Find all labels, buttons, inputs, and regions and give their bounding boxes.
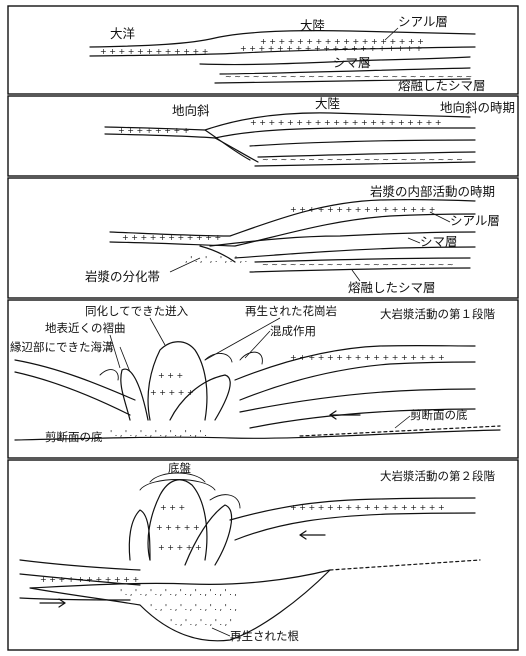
intrusion-lobe-4a — [170, 375, 230, 420]
label-sial-1: シアル層 — [398, 14, 448, 29]
panel-5-frame — [8, 460, 518, 650]
label-near-surface-fold: 地表近くの褶曲 — [45, 321, 126, 335]
leader-sial-3 — [430, 212, 450, 222]
svg-text:' . , ' . , ' . , ' . , ' . ,: ' . , ' . , ' . , ' . , ' . , ' . , ' . … — [120, 588, 237, 597]
panel-3: + + + + + + + + + + + + + + + + + + + + … — [8, 178, 518, 298]
batholith-lobe-5a — [185, 505, 232, 565]
root-dots-4: ' . , ' . , ' . , ' . , ' . , ' . , ' . — [110, 429, 207, 438]
label-batholith: 底盤 — [168, 461, 191, 475]
svg-text:+ + + + + + + +: + + + + + + + + — [118, 126, 189, 135]
svg-text:+ + + + + + + + + + + + + + +: + + + + + + + + + + + + + + + + — [290, 205, 435, 214]
svg-text:+ + + + + + + + + + + + + + +: + + + + + + + + + + + + + + + + + — [290, 353, 445, 362]
leader-assimilation — [150, 318, 165, 345]
svg-text:+ + + + + + + + + + +: + + + + + + + + + + + — [122, 233, 221, 242]
shear-line-5 — [330, 560, 480, 570]
label-marginal-trench: 縁辺部にできた海溝 — [10, 340, 114, 354]
label-stage-second: 大岩漿活動の第２段階 — [380, 469, 495, 483]
sial-markers-2: + + + + + + + + + + + + + + + + + + + + … — [118, 118, 442, 135]
sial-bottom-line-4 — [15, 362, 475, 415]
svg-text:+ + + + + + + + + + + + + + +: + + + + + + + + + + + + + + + + + — [290, 503, 445, 512]
svg-text:+ + + + +: + + + + + — [150, 388, 194, 397]
label-sial-3: シアル層 — [450, 213, 500, 228]
leader-shear-base-right — [395, 416, 410, 428]
label-stage-first: 大岩漿活動の第１段階 — [380, 307, 495, 321]
svg-text:+ + + + + + + + + + + + + + +: + + + + + + + + + + + + + + + + + + + + — [240, 44, 422, 53]
label-continent-1: 大陸 — [300, 18, 325, 33]
sial-markers-1: + + + + + + + + + + + + + + + + + + + + … — [100, 37, 424, 56]
label-regenerated-root: 再生された根 — [230, 629, 299, 643]
svg-text:+ + +: + + + — [158, 371, 183, 380]
svg-text:+ + + + +: + + + + + — [156, 523, 200, 532]
leader-regenerated-root — [212, 628, 230, 636]
sial-markers-5: + + + + + + + + + + + + + + + + + + + + … — [40, 503, 445, 584]
label-regenerated-granite: 再生された花崗岩 — [245, 304, 337, 318]
molten-markers-2: ~ ~ ~ ~ ~ ~ ~ ~ ~ ~ ~ ~ ~ ~ ~ ~ ~ ~ ~ ~ … — [262, 155, 463, 164]
svg-text:+ + + + +: + + + + + — [158, 543, 202, 552]
label-ocean: 大洋 — [110, 26, 135, 41]
panel-4: + + + + + + + + + + + + + + + + + + + + … — [8, 300, 518, 458]
leader-marginal-trench — [120, 347, 130, 372]
svg-text:+ + +: + + + — [160, 503, 185, 512]
root-dots-5: ' . , ' . , ' . , ' . , ' . , ' . , ' . … — [120, 588, 237, 627]
molten-markers-3: ~ ~ ~ ~ ~ ~ ~ ~ ~ ~ ~ ~ ~ ~ ~ ~ ~ ~ ~ ~ … — [262, 260, 454, 269]
svg-text:+ + + + + + + + + + +: + + + + + + + + + + + — [40, 575, 139, 584]
panel-5: + + + + + + + + + + + + + + + + + + + + … — [8, 460, 518, 650]
geosyncline-trough-2b — [215, 138, 258, 162]
label-shear-base-left: 剪断面の底 — [45, 430, 103, 444]
label-shear-base-right: 剪断面の底 — [410, 408, 468, 422]
label-molten-sima-3: 熔融したシマ層 — [348, 280, 436, 295]
label-stage-internal-activity: 岩漿の内部活動の時期 — [370, 184, 495, 199]
leader-regenerated-granite — [205, 318, 280, 360]
differentiation-dots-3: , ' . , ' , . ' , . ' , . — [185, 255, 247, 264]
label-continent-2: 大陸 — [315, 96, 340, 111]
svg-text:' . , ' . , ' . , ' . , ' . ,: ' . , ' . , ' . , ' . , ' . , ' . , — [150, 603, 237, 612]
svg-text:+ + + + + + + + + + + +: + + + + + + + + + + + + — [100, 47, 208, 56]
batholith-lobe-5b — [129, 510, 150, 560]
label-geosyncline: 地向斜 — [172, 103, 210, 118]
fold-arcs-5 — [140, 473, 240, 508]
panel-2: + + + + + + + + + + + + + + + + + + + + … — [8, 96, 518, 176]
svg-text:' . , ' . , ' . , ' . , ': ' . , ' . , ' . , ' . , ' — [170, 618, 232, 627]
label-stage-geosyncline: 地向斜の時期 — [440, 100, 515, 115]
panel-1: + + + + + + + + + + + + + + + + + + + + … — [8, 6, 518, 94]
svg-text:+ + + + + + + + + + + + + + +: + + + + + + + + + + + + + + + + + + + + … — [250, 118, 442, 127]
leader-sima-3 — [408, 238, 420, 243]
label-molten-sima-1: 熔融したシマ層 — [398, 78, 486, 93]
label-sima-1: シマ層 — [333, 55, 371, 70]
label-assimilation: 同化してできた迸入 — [85, 304, 189, 318]
label-sima-3: シマ層 — [420, 234, 458, 249]
sima-line-2 — [250, 140, 475, 146]
base-line-5 — [20, 598, 130, 600]
sial-markers-3: + + + + + + + + + + + + + + + + + + + + … — [122, 205, 435, 242]
label-migmatization: 混成作用 — [270, 324, 316, 338]
label-differentiation-zone: 岩漿の分化帯 — [85, 269, 160, 284]
